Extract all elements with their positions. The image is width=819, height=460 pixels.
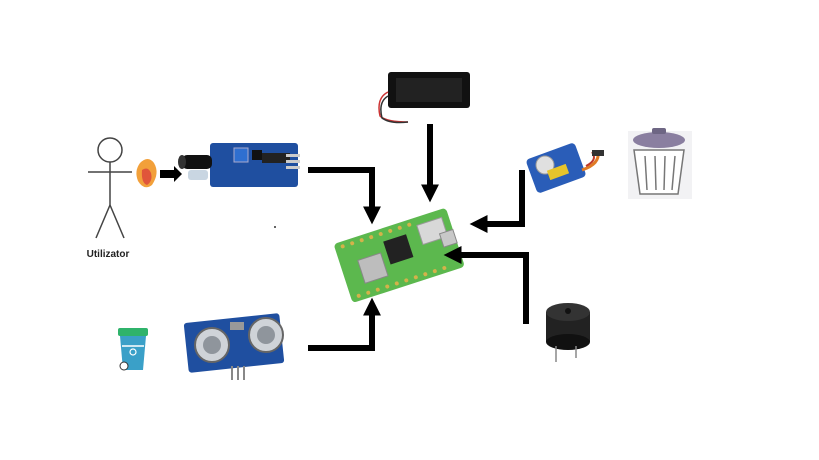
ultrasonic-sensor-icon: [183, 313, 285, 380]
connection-arrows: [308, 124, 529, 351]
arrow-buzzer-to-board: [443, 246, 529, 324]
servo-motor-icon: [526, 143, 604, 193]
arrow-ir-to-board: [308, 167, 381, 225]
raspberry-pi-pico-w-icon: [334, 208, 464, 303]
buzzer-icon: [546, 303, 590, 362]
battery-holder-icon: [378, 72, 470, 124]
bin-fill-level-icon: [118, 328, 148, 371]
user-label: Utilizator: [86, 249, 130, 260]
trash-can-icon: [628, 128, 692, 199]
stick-figure-icon: [88, 137, 132, 239]
arrow-ultrasonic-to-board: [308, 297, 381, 351]
ir-obstacle-sensor-icon: [160, 143, 300, 187]
flame-icon: [136, 159, 157, 188]
arrow-servo-to-board: [469, 170, 525, 233]
